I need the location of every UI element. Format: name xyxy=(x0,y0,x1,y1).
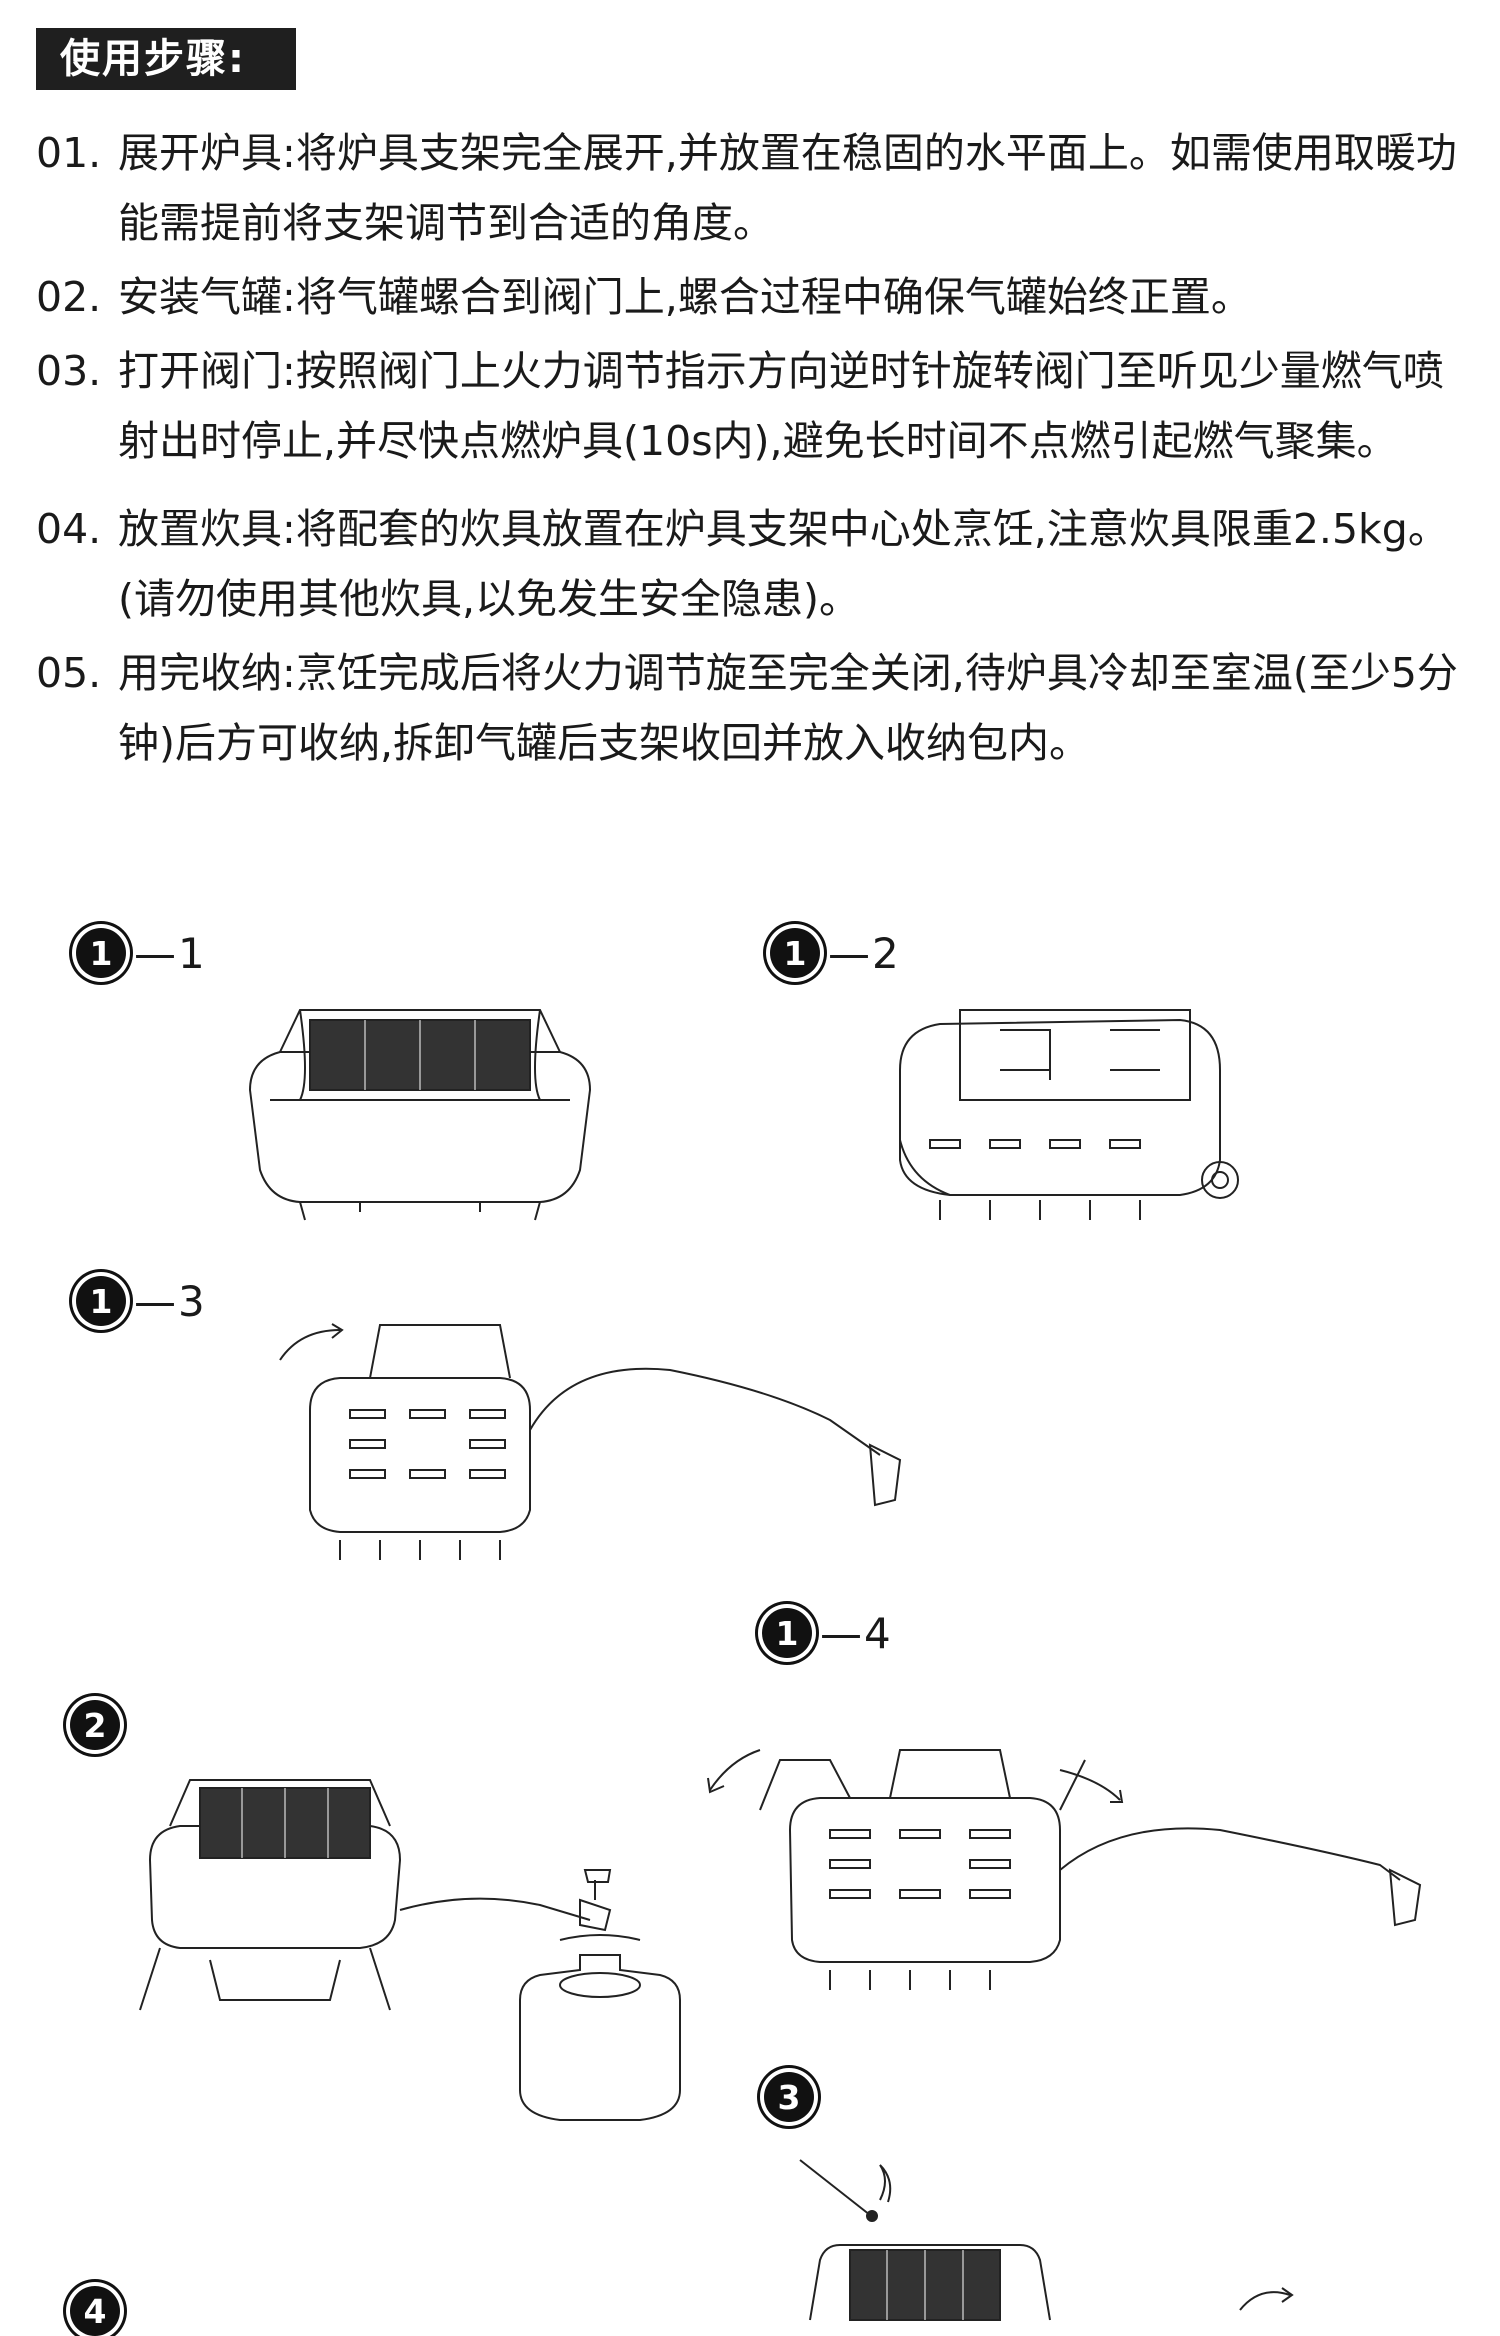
gas-canister-connection-illustration xyxy=(140,1760,700,2150)
figure-label-1-2: 1 —2 xyxy=(770,928,901,978)
step-number: 01. xyxy=(36,129,102,177)
step-circle-icon: 2 xyxy=(70,1700,120,1750)
heater-illustration xyxy=(240,990,600,1240)
step-text: 安装气罐:将气罐螺合到阀门上,螺合过程中确保气罐始终正置。 xyxy=(118,273,1252,321)
step-circle-icon: 1 xyxy=(762,1608,812,1658)
figure-label-4: 4 xyxy=(70,2286,128,2336)
rotating-stand-illustration xyxy=(700,1720,1440,2010)
figure-label-1-4: 1 —4 xyxy=(762,1608,893,1658)
match-lighting-illustration xyxy=(780,2140,1110,2322)
figure-sub-label: —3 xyxy=(134,1276,207,1326)
stand-with-hose-illustration xyxy=(270,1300,950,1590)
section-title: 使用步骤: xyxy=(36,28,296,90)
step-item: 03. 打开阀门:按照阀门上火力调节指示方向逆时针旋转阀门至听见少量燃气喷射出时… xyxy=(36,336,1476,476)
step-circle-icon: 1 xyxy=(76,1276,126,1326)
step-text: 打开阀门:按照阀门上火力调节指示方向逆时针旋转阀门至听见少量燃气喷射出时停止,并… xyxy=(118,347,1444,465)
step-circle-icon: 1 xyxy=(76,928,126,978)
step-text: 展开炉具:将炉具支架完全展开,并放置在稳固的水平面上。如需使用取暖功能需提前将支… xyxy=(118,129,1457,247)
step-item: 01. 展开炉具:将炉具支架完全展开,并放置在稳固的水平面上。如需使用取暖功能需… xyxy=(36,118,1476,258)
figure-sub-label: —4 xyxy=(820,1608,893,1658)
step-number: 03. xyxy=(36,347,102,395)
step-text: 用完收纳:烹饪完成后将火力调节旋至完全关闭,待炉具冷却至室温(至少5分钟)后方可… xyxy=(118,649,1458,767)
step-circle-icon: 1 xyxy=(770,928,820,978)
step-number: 02. xyxy=(36,273,102,321)
step-circle-icon: 4 xyxy=(70,2286,120,2336)
step-item: 02. 安装气罐:将气罐螺合到阀门上,螺合过程中确保气罐始终正置。 xyxy=(36,262,1476,332)
figure-sub-label: —1 xyxy=(134,928,207,978)
step-text: 放置炊具:将配套的炊具放置在炉具支架中心处烹饪,注意炊具限重2.5kg。(请勿使… xyxy=(118,505,1449,623)
rotate-arrow-icon xyxy=(1230,2280,1310,2322)
figure-sub-label: —2 xyxy=(828,928,901,978)
figure-label-1-1: 1 —1 xyxy=(76,928,207,978)
step-circle-icon: 3 xyxy=(764,2072,814,2122)
figure-label-1-3: 1 —3 xyxy=(76,1276,207,1326)
figure-label-2: 2 xyxy=(70,1700,128,1750)
figure-label-3: 3 xyxy=(764,2072,822,2122)
step-number: 04. xyxy=(36,505,102,553)
step-item: 05. 用完收纳:烹饪完成后将火力调节旋至完全关闭,待炉具冷却至室温(至少5分钟… xyxy=(36,638,1476,778)
step-number: 05. xyxy=(36,649,102,697)
unfolded-stand-illustration xyxy=(880,990,1250,1250)
step-item: 04. 放置炊具:将配套的炊具放置在炉具支架中心处烹饪,注意炊具限重2.5kg。… xyxy=(36,494,1476,634)
steps-list: 01. 展开炉具:将炉具支架完全展开,并放置在稳固的水平面上。如需使用取暖功能需… xyxy=(36,118,1476,782)
